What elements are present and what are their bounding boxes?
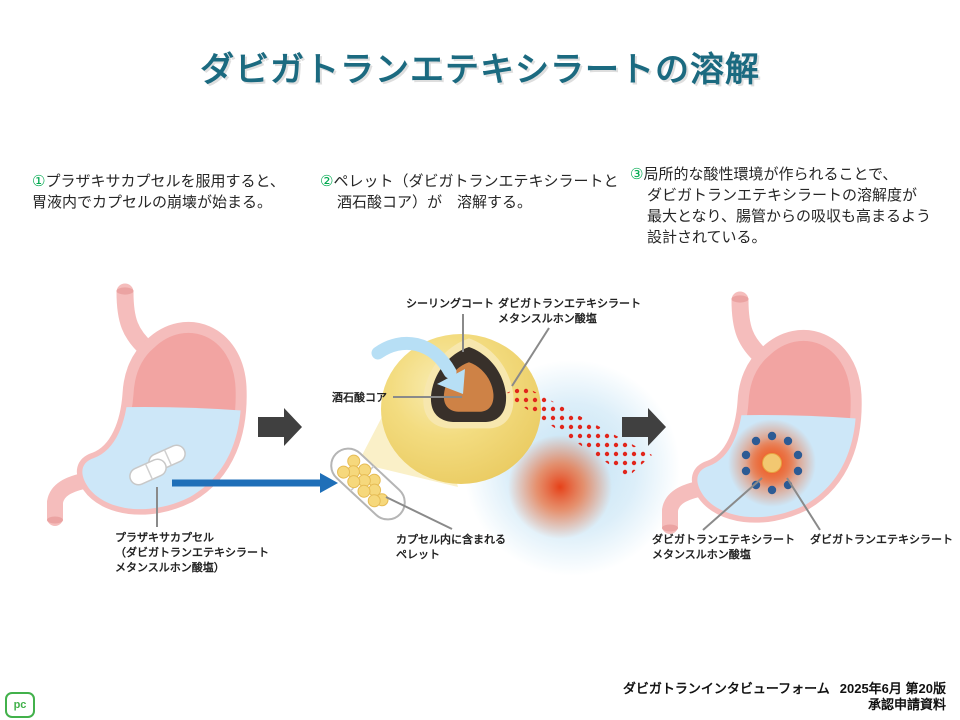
step-3-text: ③局所的な酸性環境が作られることで、 ダビガトランエテキシラートの溶解度が 最大… [630, 164, 960, 248]
step-3-number: ③ [630, 166, 644, 183]
step-1-number: ① [32, 173, 46, 190]
pellets-leader-line [385, 496, 453, 530]
source-name: ダビガトランインタビューフォーム [622, 681, 830, 696]
approval-note: 承認申請資料 [867, 697, 946, 712]
step-arrow-1 [258, 408, 302, 446]
step-arrow-2 [622, 408, 666, 446]
step-1-body: プラザキサカプセルを服用すると、 胃液内でカプセルの崩壊が始まる。 [32, 173, 285, 211]
mesilate-leader-line [702, 477, 763, 531]
etexilate-leader-line [786, 477, 821, 531]
step-2-body: ペレット（ダビガトランエテキシラートと 酒石酸コア）が 溶解する。 [333, 173, 619, 211]
step-2-text: ②ペレット（ダビガトランエテキシラートと 酒石酸コア）が 溶解する。 [320, 171, 637, 213]
step-3-body: 局所的な酸性環境が作られることで、 ダビガトランエテキシラートの溶解度が 最大と… [643, 166, 931, 246]
source-citation: ダビガトランインタビューフォーム 2025年6月 第20版 承認申請資料 [623, 681, 946, 713]
opened-capsule [330, 447, 406, 521]
acid-glow [508, 435, 612, 539]
drug-molecule-dots [741, 431, 803, 495]
dissolving-pellet [762, 453, 782, 473]
step-2-number: ② [320, 173, 334, 190]
capsule-pill-2 [129, 458, 167, 486]
step-1-text: ①プラザキサカプセルを服用すると、 胃液内でカプセルの崩壊が始まる。 [32, 171, 322, 213]
page-title: ダビガトランエテキシラートの溶解 [200, 51, 760, 89]
pc-logo: pc [5, 692, 35, 718]
sealing-coat-label: シーリングコート [406, 298, 494, 310]
tartaric-core-label: 酒石酸コア [332, 392, 387, 404]
blue-arrow [172, 473, 338, 493]
pellets-in-capsule-label: カプセル内に含まれる ペレット [396, 534, 506, 561]
dissolved-etexilate-label: ダビガトランエテキシラート [810, 534, 953, 546]
coating-leader-line [511, 327, 550, 387]
pellet-cutaway-illustration [330, 314, 680, 576]
pellets [337, 454, 389, 508]
dissolution-arrow [371, 336, 465, 394]
drug-release-stream [504, 386, 652, 477]
right-stomach-illustration [645, 295, 875, 540]
left-stomach-illustration [30, 287, 260, 532]
prazaxa-capsule-label: プラザキサカプセル （ダビガトランエテキシラート メタンスルホン酸塩） [115, 532, 269, 574]
pellet-coating-label: ダビガトランエテキシラート メタンスルホン酸塩 [498, 298, 641, 325]
dissolved-mesilate-label: ダビガトランエテキシラート メタンスルホン酸塩 [652, 534, 795, 561]
source-edition: 2025年6月 第20版 [839, 681, 946, 696]
